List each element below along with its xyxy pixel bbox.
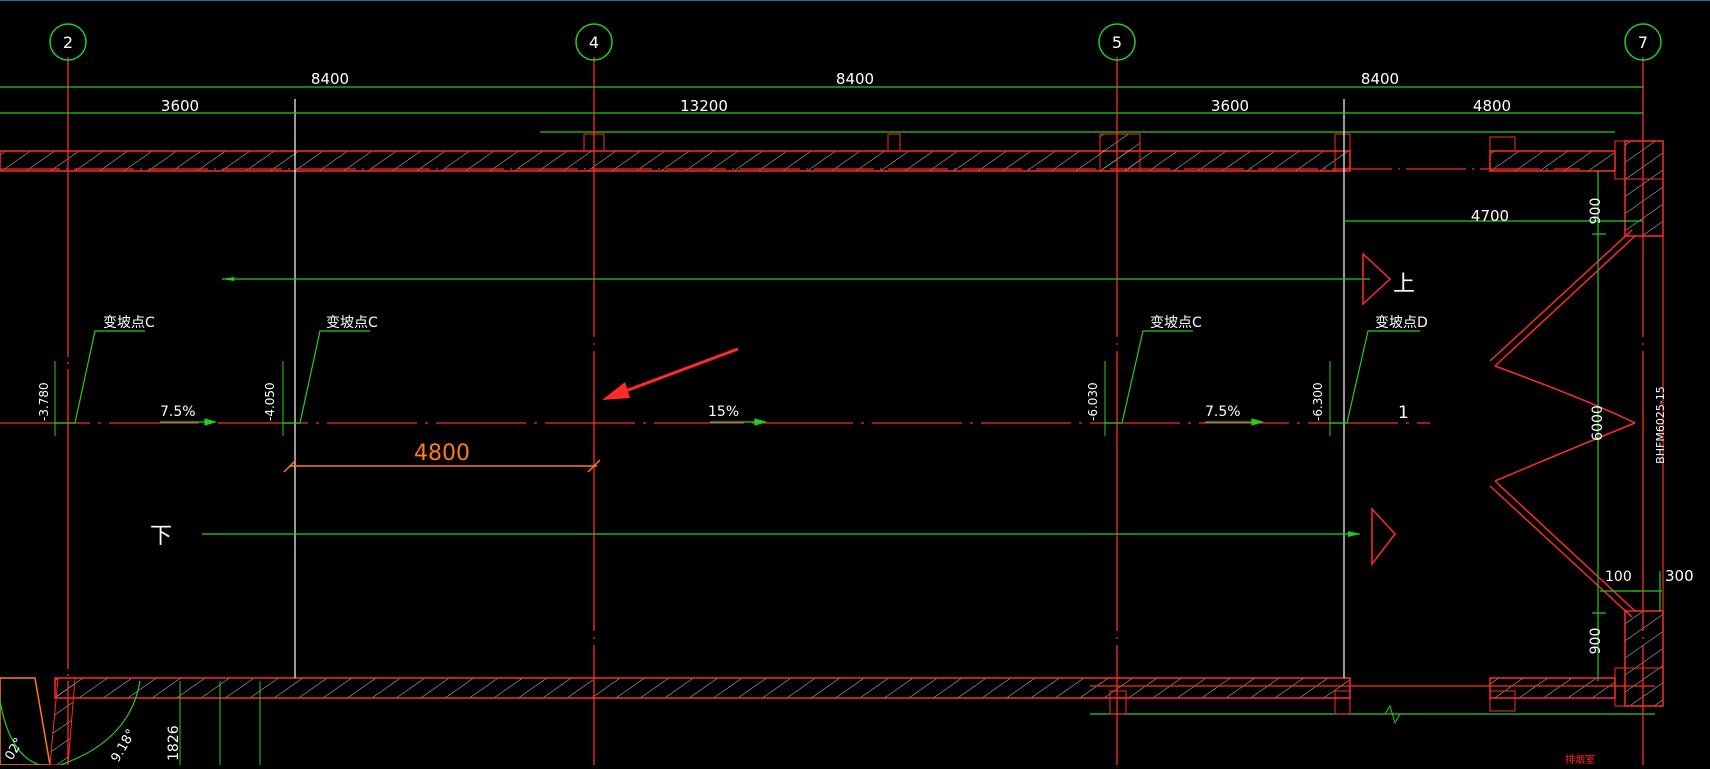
slope-callout-3: 变坡点C -6.030 [1086,315,1202,436]
svg-text:变坡点C: 变坡点C [326,315,378,331]
ramp-down-label: 下 [150,524,172,549]
door-dim-6000: 6000 [1590,405,1606,441]
slope-label-1: 7.5% [160,404,196,420]
slope-label-3: 7.5% [1205,404,1241,420]
svg-text:7: 7 [1638,33,1648,52]
svg-text:变坡点C: 变坡点C [1150,315,1202,331]
ramp-up-label: 上 [1393,272,1415,297]
svg-text:5: 5 [1112,33,1122,52]
dim-3600-right: 3600 [1211,97,1249,115]
door-swing [1489,229,1636,618]
axis-bubble-5[interactable]: 5 [1098,23,1136,61]
angle-label-b: 9.18° [108,727,139,765]
ramp-up-line: 上 [222,252,1415,306]
svg-text:-3.780: -3.780 [37,382,51,421]
svg-text:变坡点D: 变坡点D [1375,315,1428,331]
slope-callout-2: 变坡点C -4.050 [263,315,378,436]
bottom-wall [54,677,1655,715]
axis-bubble-7[interactable]: 7 [1624,23,1662,61]
red-pointer-arrow [602,347,739,400]
slope-callout-4: 变坡点D -6.300 [1311,315,1428,436]
dim-13200: 13200 [680,97,728,115]
axis-bubble-4[interactable]: 4 [575,23,613,61]
dim-3600-left: 3600 [161,97,199,115]
svg-text:-4.050: -4.050 [263,382,277,421]
svg-text:4: 4 [589,33,599,52]
slope-end-label: 1 [1398,403,1409,423]
dim-4-5: 8400 [836,70,874,88]
svg-text:-6.300: -6.300 [1311,382,1325,421]
door-tag: BHFM6025-15 [1654,386,1667,464]
dim-100: 100 [1605,569,1632,585]
axis-bubble-2[interactable]: 2 [49,23,87,61]
dim-4800-top: 4800 [1473,97,1511,115]
right-wall-column [1614,140,1664,707]
dim-2-4: 8400 [311,70,349,88]
room-label-bottom: 排烟室 [1565,753,1595,765]
ramp-down-line: 下 [150,507,1396,567]
svg-text:变坡点C: 变坡点C [103,315,155,331]
slope-label-2: 15% [708,404,739,420]
dim-4700: 4700 [1471,207,1509,225]
svg-text:2: 2 [63,33,73,52]
dim-300: 300 [1665,567,1694,585]
top-wall [0,131,1616,172]
dim-1826: 1826 [166,725,182,761]
door-dim-900-top: 900 [1588,198,1604,225]
angle-label-a: 02° [2,736,27,763]
white-secondary-lines [294,99,1345,678]
door-small-dims [1600,571,1662,611]
highlight-dimension-4800[interactable]: 4800 [283,441,601,473]
svg-text:-6.030: -6.030 [1086,382,1100,421]
slope-arrows [160,418,1265,426]
dim-5-7: 8400 [1361,70,1399,88]
dimension-row-top [0,86,1643,222]
slope-callout-1: 变坡点C -3.780 [37,315,155,436]
door-dim-900-bottom: 900 [1588,628,1604,655]
door-dimension-vertical [1592,171,1606,681]
highlight-dim-label: 4800 [414,441,470,466]
grid-axes [0,57,1655,765]
